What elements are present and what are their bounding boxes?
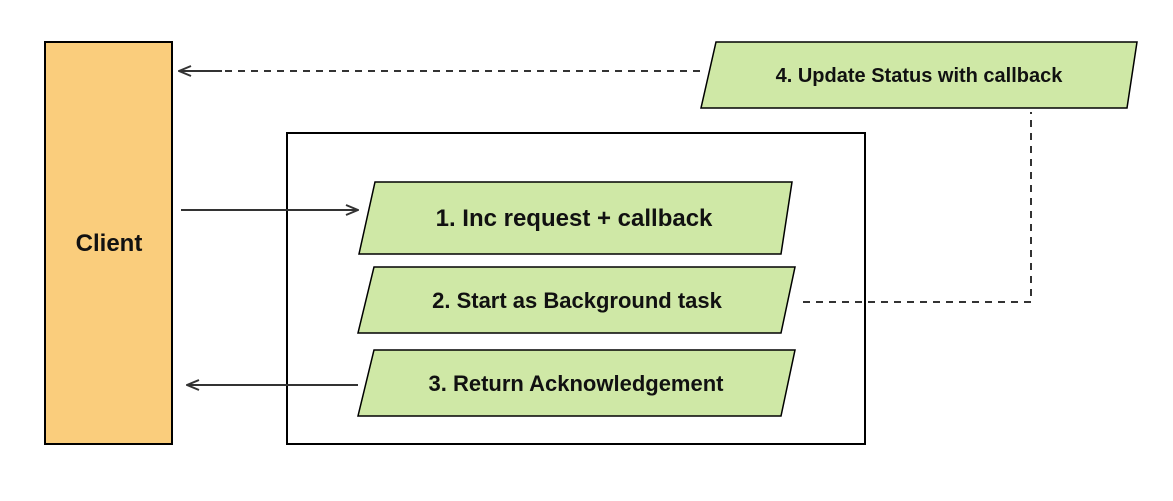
step-1-node: 1. Inc request + callback — [358, 181, 793, 255]
step-4-node: 4. Update Status with callback — [700, 41, 1138, 109]
step-2-node: 2. Start as Background task — [357, 266, 796, 334]
client-box — [44, 41, 173, 445]
step-3-node: 3. Return Acknowledgement — [357, 349, 796, 417]
step-4-shape — [700, 41, 1138, 109]
client-label: Client — [76, 230, 143, 257]
step-3-label: 3. Return Acknowledgement — [428, 371, 724, 396]
server-container — [286, 132, 866, 445]
step-2-label: 2. Start as Background task — [432, 288, 723, 313]
dashed-connector-step-2-to-step-4 — [803, 112, 1032, 303]
step-4-label: 4. Update Status with callback — [776, 65, 1064, 87]
step-1-label: 1. Inc request + callback — [436, 205, 713, 232]
step-2-shape — [357, 266, 796, 334]
step-1-shape — [358, 181, 793, 255]
step-3-shape — [357, 349, 796, 417]
client-node: Client — [44, 41, 173, 445]
